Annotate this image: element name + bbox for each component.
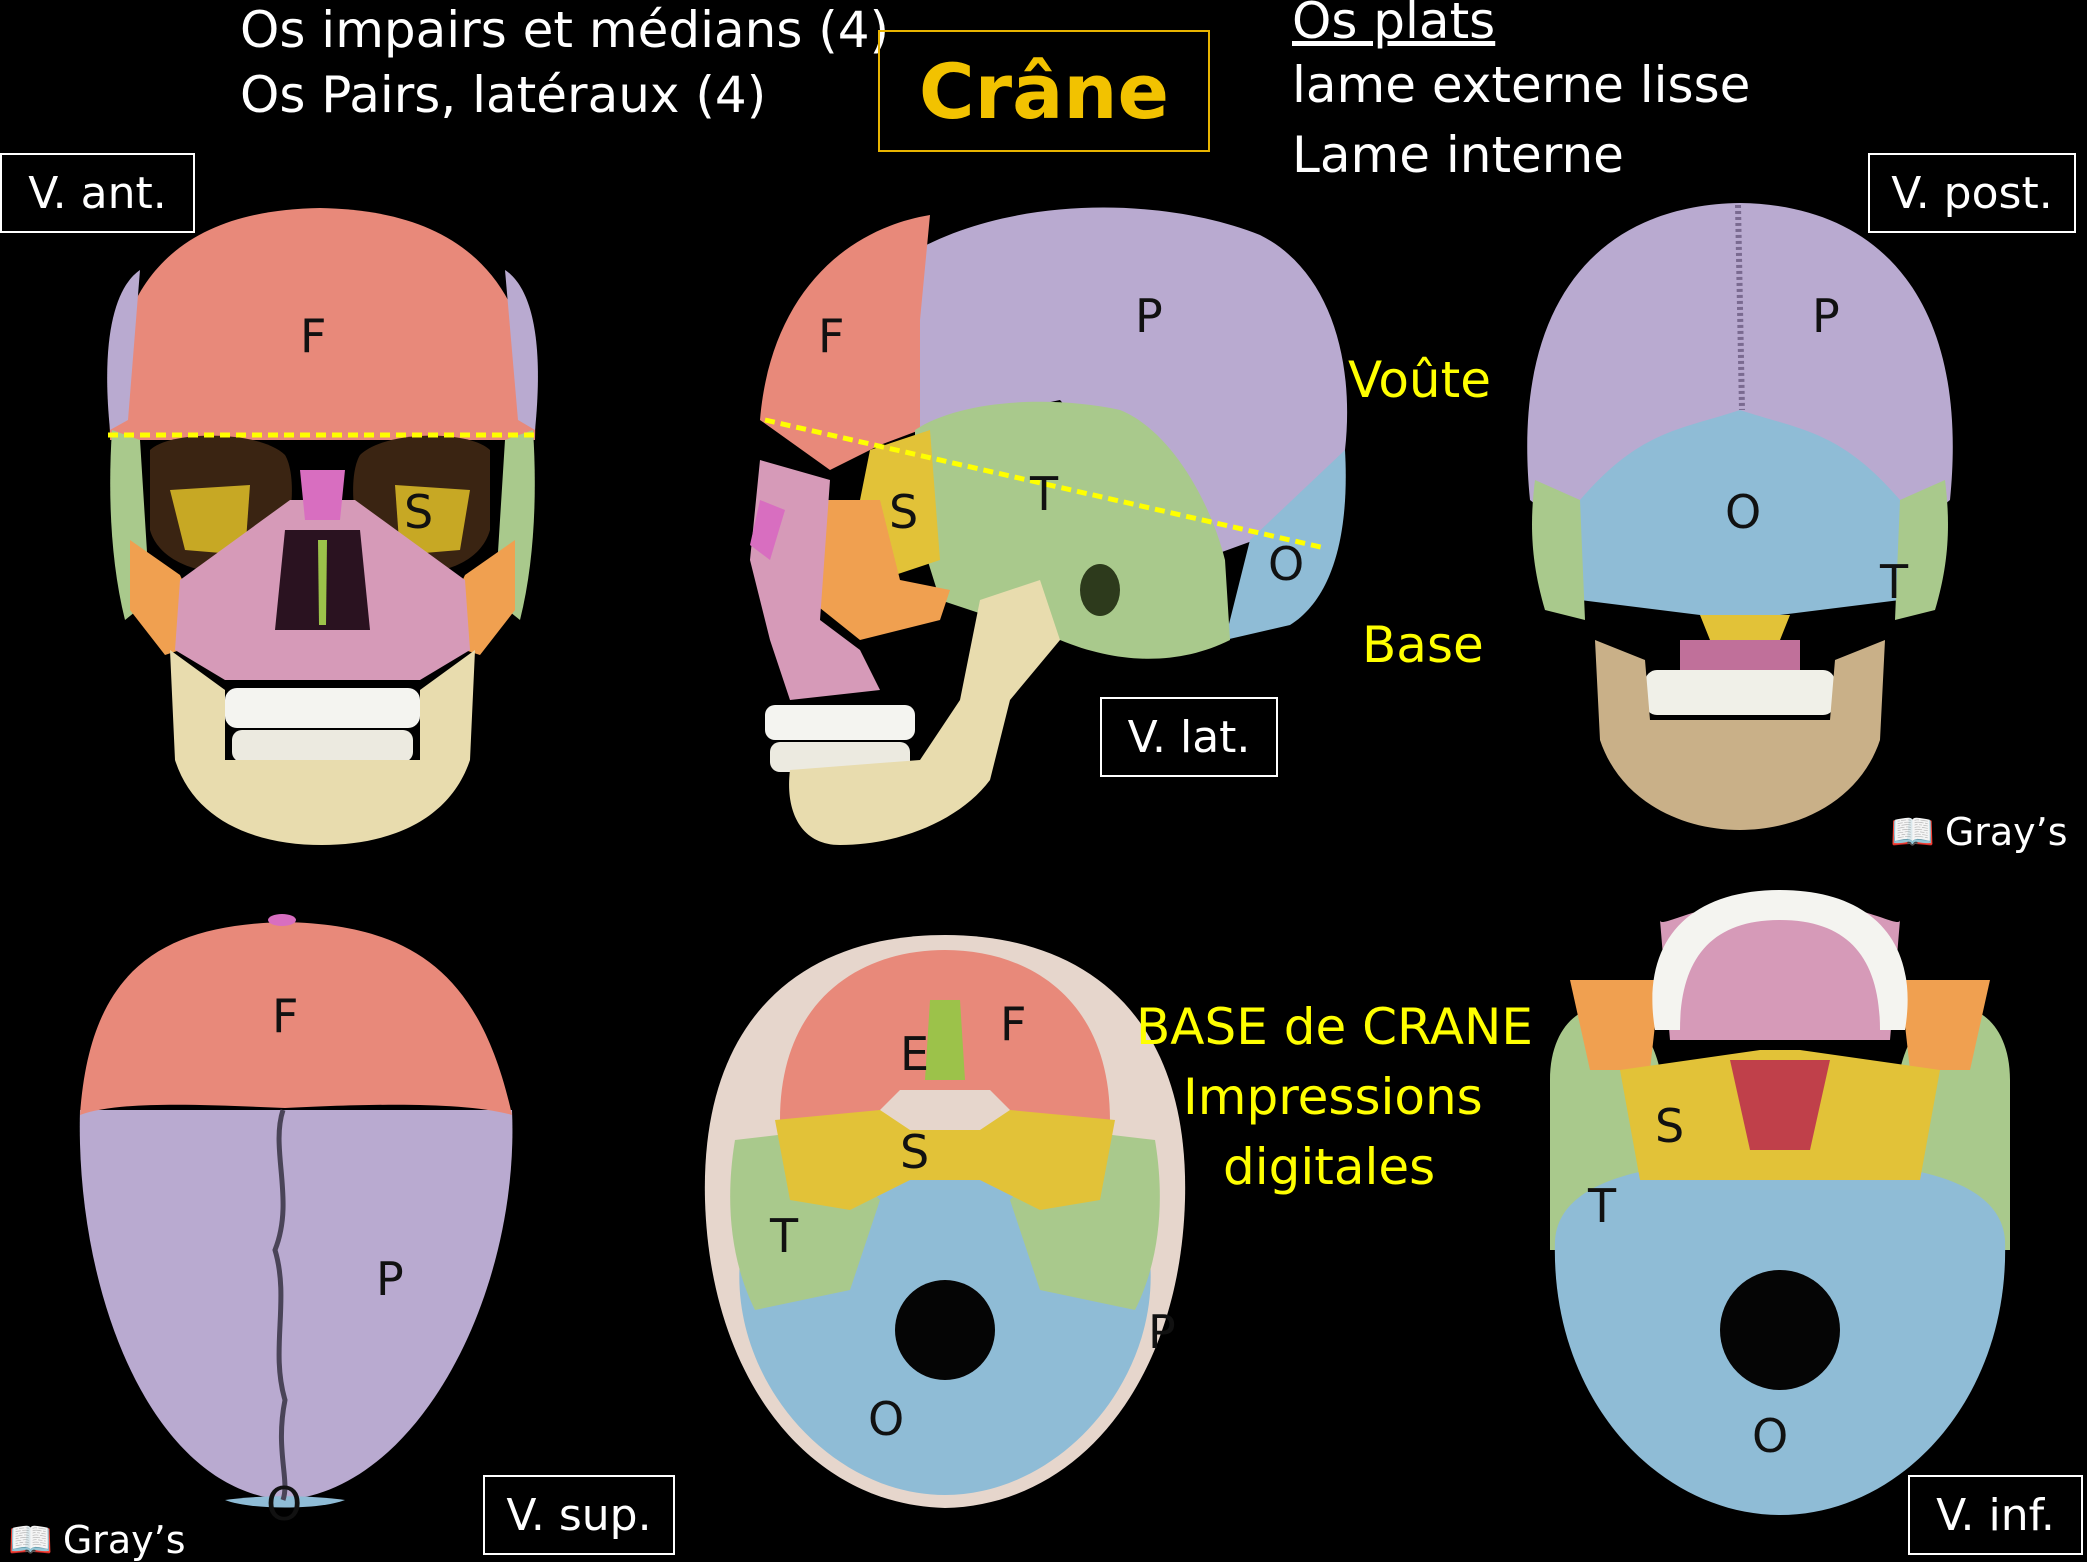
view-label-posterior: V. post. xyxy=(1868,153,2076,233)
book-icon: 📖 xyxy=(1890,812,1935,853)
zygomatic-left xyxy=(1570,980,1660,1070)
temporal-left xyxy=(1532,480,1585,620)
label-int-frontal: F xyxy=(1000,997,1026,1051)
label-sup-parietal: P xyxy=(376,1252,404,1306)
nasal-bone xyxy=(300,470,345,520)
view-label-superior-text: V. sup. xyxy=(506,1489,652,1541)
mandible xyxy=(789,580,1060,845)
vault-annotation: Voûte xyxy=(1348,351,1491,409)
label-int-sphenoid: S xyxy=(900,1125,929,1179)
external-acoustic-meatus xyxy=(1080,564,1120,616)
upper-teeth xyxy=(765,705,915,740)
view-label-anterior: V. ant. xyxy=(0,153,195,233)
label-lat-frontal: F xyxy=(818,309,844,363)
label-int-parietal: P xyxy=(1148,1305,1176,1359)
foramen-magnum xyxy=(1720,1270,1840,1390)
skull-superior-view xyxy=(79,914,513,1508)
view-label-lateral: V. lat. xyxy=(1100,697,1278,777)
label-lat-occipital: O xyxy=(1268,537,1304,591)
skull-inferior-view xyxy=(1550,890,2010,1515)
skull-posterior-view xyxy=(1527,203,1953,830)
upper-dental-arch xyxy=(1652,890,1908,1030)
frontal-bone xyxy=(109,208,536,440)
temporal-bone xyxy=(915,401,1230,659)
label-inf-occipital: O xyxy=(1752,1409,1788,1463)
occipital-bone xyxy=(225,1496,345,1508)
sphenoid-palate xyxy=(1700,615,1790,640)
label-ant-sphenoid: S xyxy=(404,485,433,539)
palate xyxy=(1660,900,1900,1040)
view-label-lateral-text: V. lat. xyxy=(1127,711,1251,763)
occipital-bone xyxy=(1580,410,1900,620)
maxilla xyxy=(750,460,880,700)
sphenoid-orbit-left xyxy=(170,485,250,555)
frontal-bone xyxy=(760,215,930,470)
skull-base-annotation-line2: Impressions xyxy=(1183,1068,1483,1126)
title-box: Crâne xyxy=(878,30,1210,152)
sagittal-suture xyxy=(272,1109,288,1501)
parietal-edge-right xyxy=(505,270,538,430)
flat-bones-heading: Os plats xyxy=(1292,0,1496,50)
skull-base-annotation-line3: digitales xyxy=(1223,1138,1436,1196)
frontal-bone xyxy=(80,922,512,1115)
label-inf-sphenoid: S xyxy=(1655,1099,1684,1153)
sphenoid-orbit-right xyxy=(395,485,470,555)
skull-anterior-view xyxy=(107,208,538,845)
foramen-magnum xyxy=(895,1280,995,1380)
flat-bones-inner-table: Lame interne xyxy=(1292,126,1624,184)
ethmoid-bone xyxy=(925,1000,965,1080)
source-credit-bottom-text: Gray’s xyxy=(62,1518,186,1562)
label-post-temporal: T xyxy=(1879,555,1909,609)
occipital-bone xyxy=(1225,450,1346,640)
header-line-unpaired: Os impairs et médians (4) xyxy=(240,1,890,59)
view-label-inferior-text: V. inf. xyxy=(1936,1489,2055,1541)
vomer xyxy=(318,540,327,625)
upper-teeth xyxy=(225,688,420,728)
skull-internal-base-view xyxy=(704,935,1186,1508)
label-post-parietal: P xyxy=(1812,289,1840,343)
label-post-occipital: O xyxy=(1725,485,1761,539)
mandible xyxy=(170,650,475,845)
book-icon: 📖 xyxy=(8,1520,53,1561)
source-credit-top: 📖 Gray’s xyxy=(1890,810,2068,854)
flat-bones-outer-table: lame externe lisse xyxy=(1292,56,1751,114)
label-ant-frontal: F xyxy=(300,309,326,363)
bone-letter-labels: F S F P S T O P O T F P O E F S T P O S … xyxy=(266,289,1909,1531)
view-label-anterior-text: V. ant. xyxy=(28,167,167,219)
parietal-bone xyxy=(900,207,1348,560)
sagittal-suture xyxy=(1735,204,1745,411)
teeth xyxy=(1645,670,1835,715)
vomer-choanae xyxy=(1730,1060,1830,1150)
lower-teeth xyxy=(232,730,413,762)
nasal-bone xyxy=(750,500,785,560)
label-int-temporal: T xyxy=(769,1209,799,1263)
label-lat-temporal: T xyxy=(1029,467,1059,521)
label-lat-sphenoid: S xyxy=(889,485,918,539)
label-sup-occipital: O xyxy=(266,1477,302,1531)
label-inf-temporal: T xyxy=(1587,1179,1617,1233)
parietal-bone xyxy=(79,1110,513,1500)
label-int-occipital: O xyxy=(868,1392,904,1446)
label-sup-frontal: F xyxy=(272,989,298,1043)
temporal-right xyxy=(1895,480,1948,620)
zygomatic-bone xyxy=(810,500,950,640)
zygomatic-right xyxy=(1900,980,1990,1070)
skull-lateral-view xyxy=(750,207,1348,845)
label-lat-parietal: P xyxy=(1135,289,1163,343)
source-credit-top-text: Gray’s xyxy=(1944,810,2068,854)
sphenoid-bone xyxy=(775,1110,1115,1210)
page-title: Crâne xyxy=(918,46,1170,136)
base-annotation: Base xyxy=(1362,616,1484,674)
nasal-tip xyxy=(268,914,296,926)
skull-base-annotation-line1: BASE de CRANE xyxy=(1136,998,1533,1056)
parietal-edge-left xyxy=(107,270,140,430)
view-label-inferior: V. inf. xyxy=(1908,1475,2083,1555)
mandible xyxy=(1595,640,1885,830)
label-int-ethmoid: E xyxy=(900,1027,929,1081)
view-label-posterior-text: V. post. xyxy=(1891,167,2053,219)
view-label-superior: V. sup. xyxy=(483,1475,675,1555)
source-credit-bottom: 📖 Gray’s xyxy=(8,1518,186,1562)
header-line-paired: Os Pairs, latéraux (4) xyxy=(240,66,767,124)
